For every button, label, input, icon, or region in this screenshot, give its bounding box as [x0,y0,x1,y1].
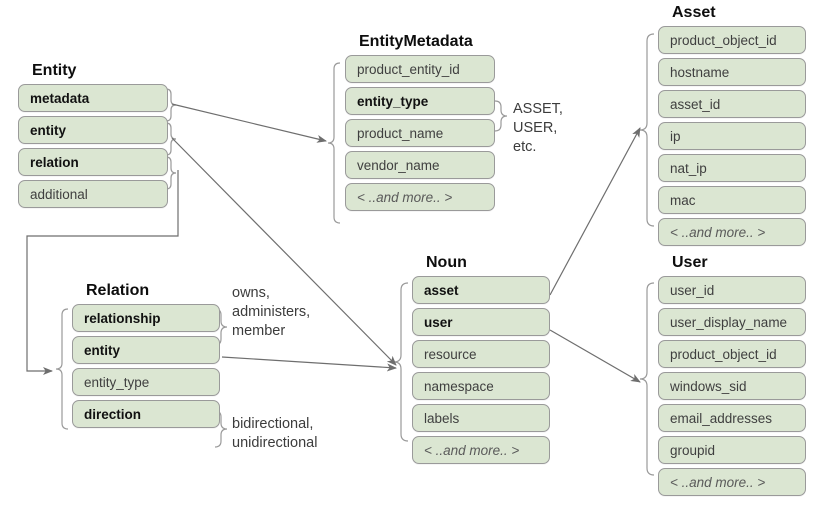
field-user-user-display-name[interactable]: user_display_name [658,308,806,336]
entitymetadata-group: EntityMetadata product_entity_id entity_… [345,33,495,215]
annotation-entity-type-values: ASSET, USER, etc. [513,101,563,155]
field-relation-relationship[interactable]: relationship [72,304,220,332]
entitymetadata-fields: product_entity_id entity_type product_na… [345,55,495,211]
field-asset-nat-ip[interactable]: nat_ip [658,154,806,182]
field-asset-asset-id[interactable]: asset_id [658,90,806,118]
field-entity-entity[interactable]: entity [18,116,168,144]
edge-noun-asset-to-asset [549,127,641,296]
relation-group: Relation relationship entity entity_type… [72,282,220,432]
field-em-product-name[interactable]: product_name [345,119,495,147]
field-user-user-id[interactable]: user_id [658,276,806,304]
annotation-relationship-values: owns, administers, member [232,285,311,339]
field-asset-hostname[interactable]: hostname [658,58,806,86]
edge-metadata-to-entitymetadata [171,103,327,143]
field-user-product-object-id[interactable]: product_object_id [658,340,806,368]
field-entity-relation[interactable]: relation [18,148,168,176]
field-user-groupid[interactable]: groupid [658,436,806,464]
field-relation-direction[interactable]: direction [72,400,220,428]
field-em-entity-type[interactable]: entity_type [345,87,495,115]
field-asset-mac[interactable]: mac [658,186,806,214]
field-noun-asset[interactable]: asset [412,276,550,304]
field-user-and-more[interactable]: < ..and more.. > [658,468,806,496]
field-user-windows-sid[interactable]: windows_sid [658,372,806,400]
field-noun-user[interactable]: user [412,308,550,336]
asset-group: Asset product_object_id hostname asset_i… [658,4,806,250]
noun-title: Noun [426,254,467,271]
asset-fields: product_object_id hostname asset_id ip n… [658,26,806,246]
field-em-and-more[interactable]: < ..and more.. > [345,183,495,211]
field-noun-labels[interactable]: labels [412,404,550,432]
field-entity-metadata[interactable]: metadata [18,84,168,112]
field-relation-entity[interactable]: entity [72,336,220,364]
field-em-product-entity-id[interactable]: product_entity_id [345,55,495,83]
relation-fields: relationship entity entity_type directio… [72,304,220,428]
user-fields: user_id user_display_name product_object… [658,276,806,496]
entitymetadata-title: EntityMetadata [359,33,473,50]
field-entity-additional[interactable]: additional [18,180,168,208]
field-relation-entity-type[interactable]: entity_type [72,368,220,396]
relation-title: Relation [86,282,150,299]
user-group: User user_id user_display_name product_o… [658,254,806,500]
asset-title: Asset [672,4,716,21]
edge-relationentity-to-noun [221,356,397,372]
noun-fields: asset user resource namespace labels < .… [412,276,550,464]
edge-noun-user-to-user [549,329,641,383]
noun-group: Noun asset user resource namespace label… [412,254,550,468]
entity-fields: metadata entity relation additional [18,84,168,208]
field-noun-namespace[interactable]: namespace [412,372,550,400]
field-asset-and-more[interactable]: < ..and more.. > [658,218,806,246]
field-asset-ip[interactable]: ip [658,122,806,150]
entity-group: Entity metadata entity relation addition… [18,62,168,212]
field-user-email-addresses[interactable]: email_addresses [658,404,806,432]
field-asset-product-object-id[interactable]: product_object_id [658,26,806,54]
entity-title: Entity [32,62,77,79]
field-em-vendor-name[interactable]: vendor_name [345,151,495,179]
user-title: User [672,254,708,271]
field-noun-and-more[interactable]: < ..and more.. > [412,436,550,464]
annotation-direction-values: bidirectional, unidirectional [232,416,318,451]
field-noun-resource[interactable]: resource [412,340,550,368]
